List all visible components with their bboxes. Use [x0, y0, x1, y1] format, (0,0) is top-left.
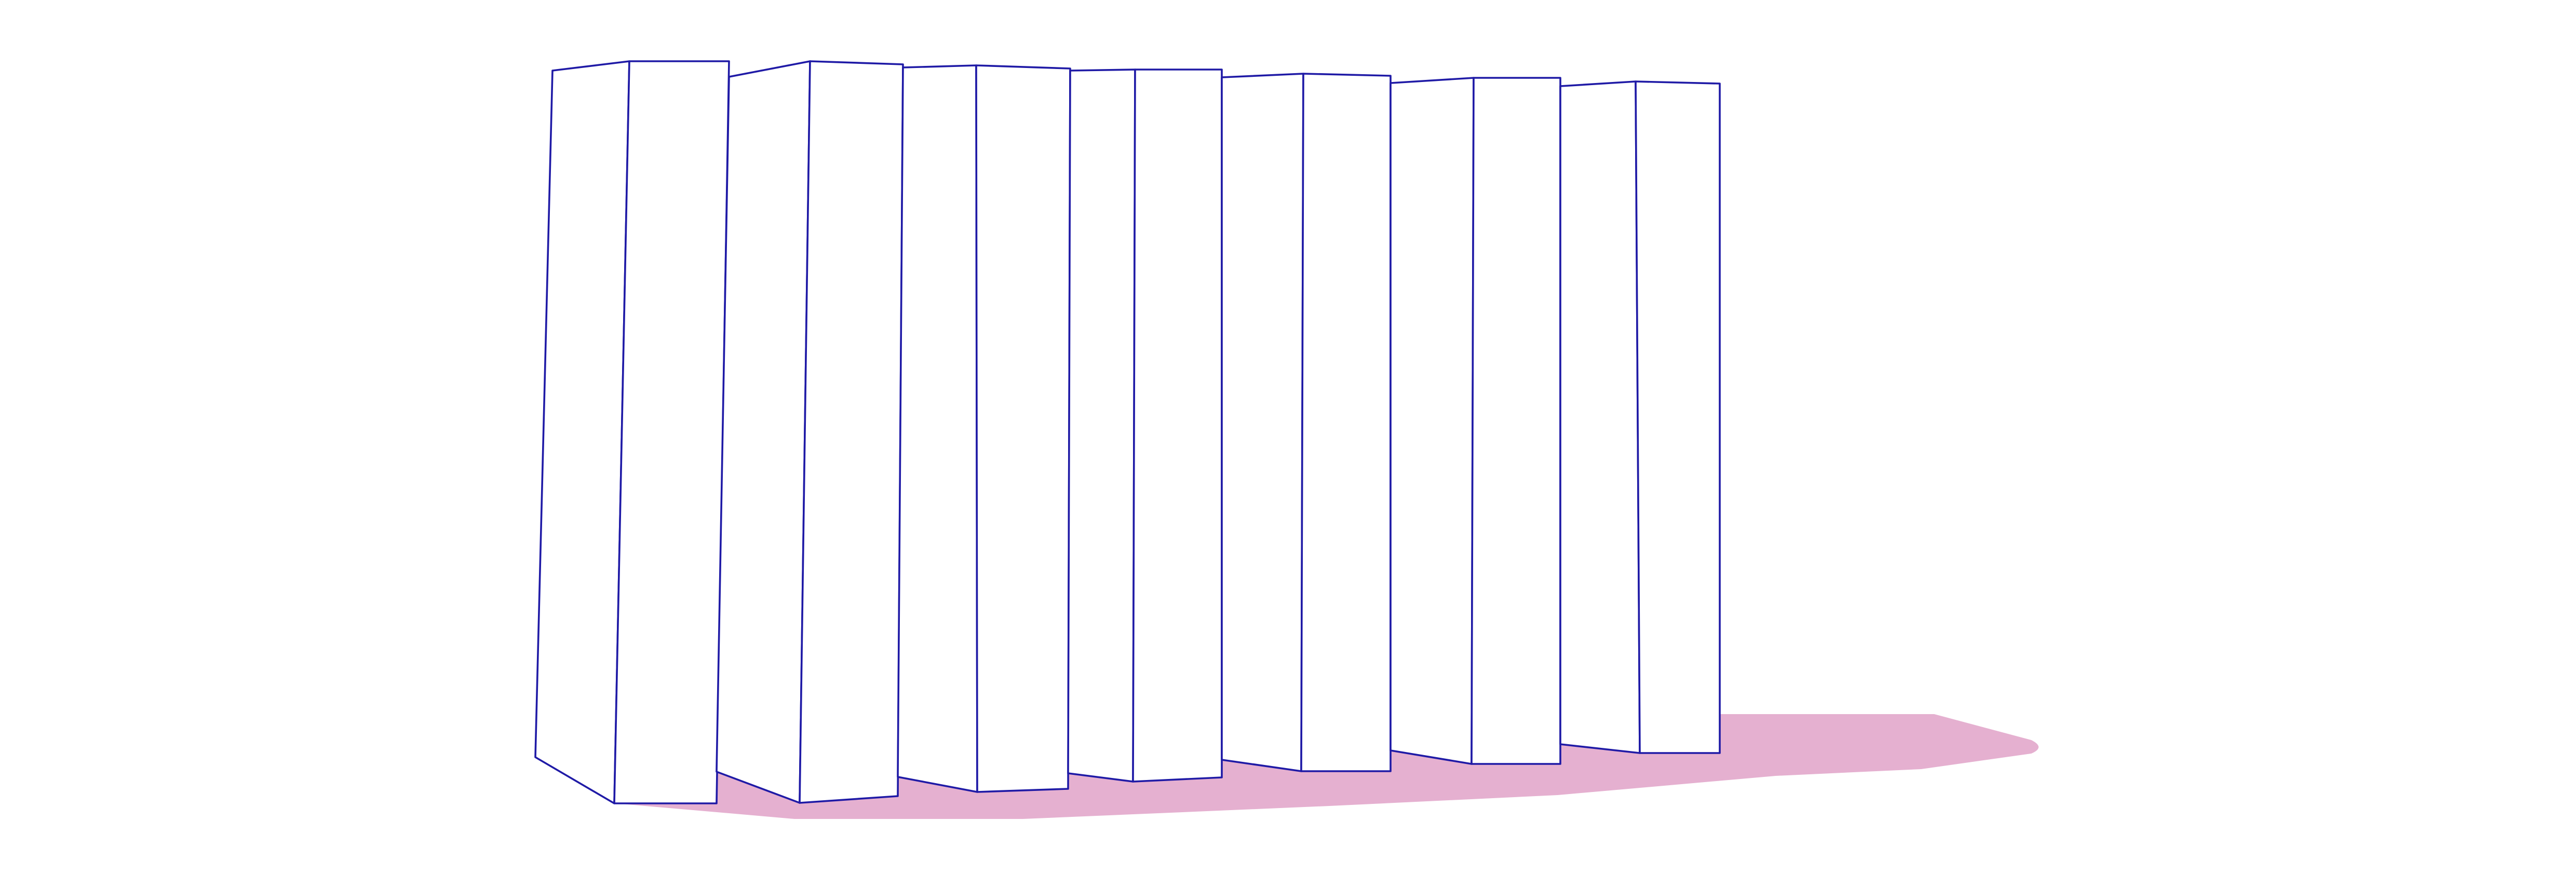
screen-panel-3-right-face	[975, 64, 1071, 793]
screen-panel-2-left-face	[716, 60, 811, 804]
screen-panel-7-right-face	[1635, 80, 1721, 754]
screen-panel-5-left-face	[1221, 73, 1304, 772]
screen-panel-4-left-face	[1067, 69, 1136, 783]
screen-panel-1	[534, 60, 730, 804]
screen-panel-3	[897, 64, 1071, 793]
screen-panel-1-right-face	[613, 60, 730, 804]
screen-panel-6-right-face	[1471, 77, 1561, 765]
screen-panel-5	[1221, 73, 1392, 772]
screen-panel-6-left-face	[1390, 77, 1475, 765]
screen-panel-7-left-face	[1559, 80, 1641, 754]
screen-panel-1-left-face	[534, 60, 630, 804]
screen-panel-7	[1559, 80, 1721, 754]
screen-panel-4	[1067, 69, 1223, 783]
screen-panel-2-right-face	[799, 60, 904, 804]
floor-shadow	[615, 714, 2039, 819]
screen-panels	[534, 60, 1721, 804]
screen-panel-5-right-face	[1300, 73, 1392, 772]
screen-panel-3-left-face	[897, 64, 978, 793]
screen-panel-4-right-face	[1132, 69, 1223, 783]
screen-panel-2	[716, 60, 904, 804]
screen-panel-6	[1390, 77, 1561, 765]
